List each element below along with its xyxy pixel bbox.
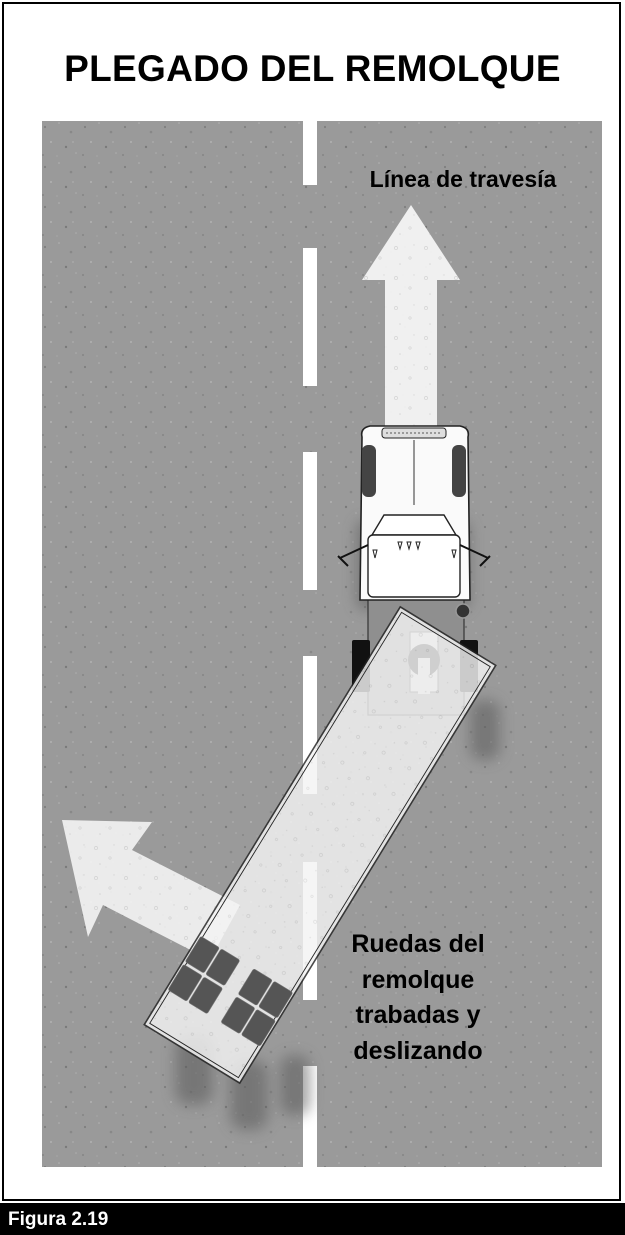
road-surface <box>42 121 602 1167</box>
wheels-label-line-1: Ruedas del <box>351 930 484 958</box>
wheels-label-line-4: deslizando <box>353 1037 482 1065</box>
figure-caption: Figura 2.19 <box>8 1209 108 1231</box>
figure-caption-bar: Figura 2.19 <box>0 1203 625 1235</box>
travel-line-label: Línea de travesía <box>370 166 557 192</box>
figure-title: PLEGADO DEL REMOLQUE <box>0 48 625 90</box>
wheels-label-line-2: remolque <box>362 966 475 994</box>
wheels-label-line-3: trabadas y <box>355 1001 480 1029</box>
